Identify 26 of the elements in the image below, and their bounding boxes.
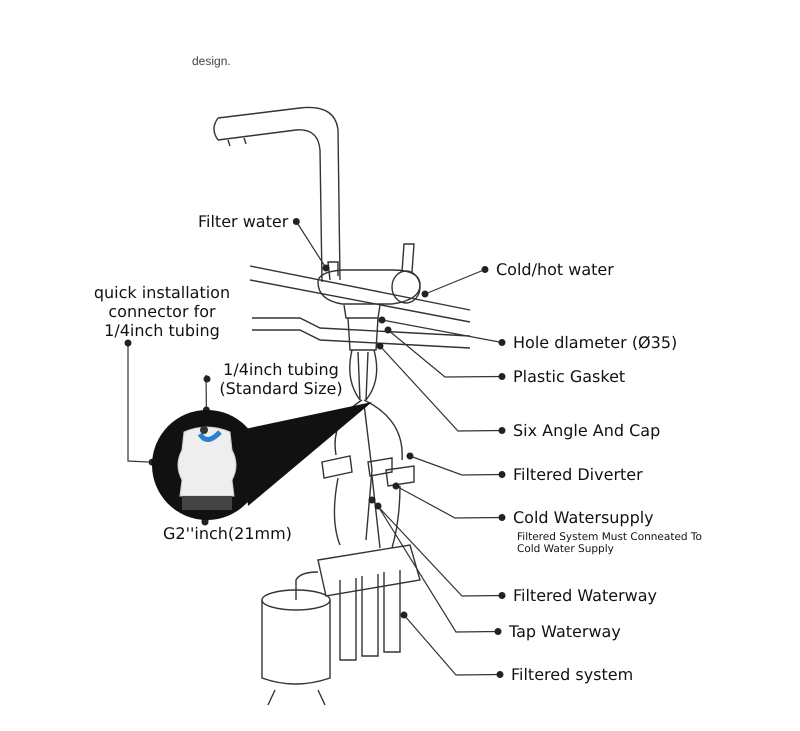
- leader-line: [378, 316, 506, 346]
- leader-line: [392, 482, 506, 521]
- part-label: Filter water: [198, 212, 288, 231]
- part-label: Cold/hot water: [496, 260, 614, 279]
- part-label: Filtered Diverter: [513, 465, 643, 484]
- part-label: G2''inch(21mm): [163, 524, 292, 543]
- part-label: Filtered Waterway: [513, 586, 658, 605]
- leader-line: [422, 266, 488, 298]
- leader-line: [400, 612, 504, 678]
- part-label: Hole dlameter (Ø35): [513, 333, 678, 352]
- part-label: Tap Waterway: [509, 622, 621, 641]
- part-label: quick installation connector for 1/4inch tubing: [92, 283, 232, 340]
- leader-line: [374, 502, 502, 635]
- part-label: Six Angle And Cap: [513, 421, 660, 440]
- leader-line: [368, 496, 506, 599]
- leader-line: [292, 218, 330, 272]
- caption-text: design.: [192, 54, 231, 68]
- part-label: Filtered system: [511, 665, 634, 684]
- part-label: Plastic Gasket: [513, 367, 626, 386]
- part-label: 1/4inch tubing (Standard Size): [218, 360, 344, 398]
- leader-line: [384, 326, 506, 380]
- note-text: Filtered System Must Conneated To Cold Water Supply: [517, 531, 703, 555]
- leader-line: [376, 342, 506, 434]
- leader-line: [406, 452, 506, 478]
- leader-line: [202, 516, 209, 526]
- part-label: Cold Watersupply: [513, 508, 655, 527]
